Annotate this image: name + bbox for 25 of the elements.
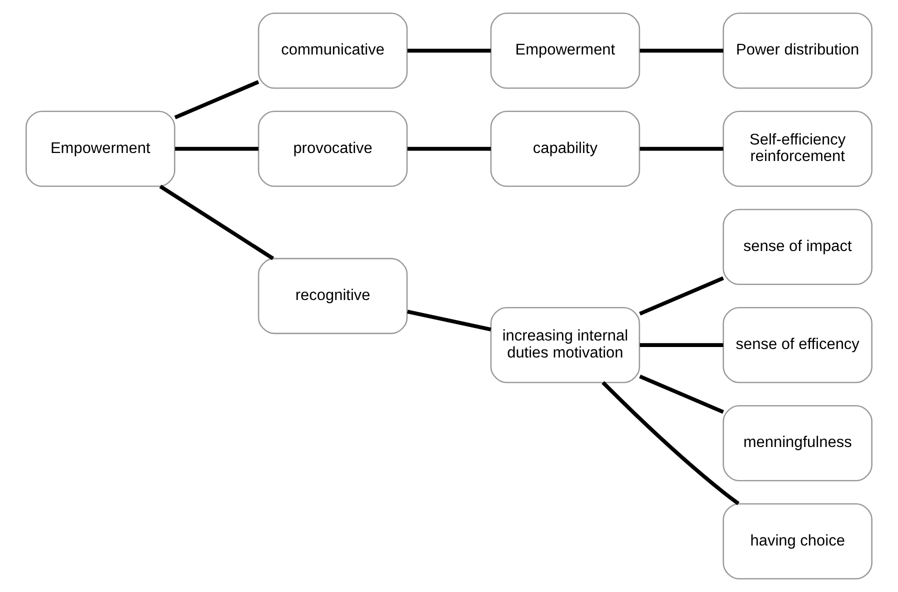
- node-box: sense of impact: [722, 208, 872, 286]
- connector: [174, 80, 260, 120]
- connector: [640, 48, 724, 53]
- node-box: Power distribution: [722, 12, 872, 89]
- node-box: sense of efficency: [722, 306, 872, 384]
- node-box: provocative: [258, 110, 408, 187]
- node-box: having choice: [722, 503, 872, 580]
- node-box: capability: [490, 110, 640, 187]
- node-box: recognitive: [258, 258, 408, 334]
- connector: [407, 310, 492, 332]
- connector: [407, 146, 491, 151]
- node-box: communicative: [258, 12, 408, 89]
- node-box: Empowerment: [490, 12, 640, 89]
- connector: [602, 381, 740, 506]
- connector: [159, 184, 274, 260]
- connector: [640, 343, 724, 347]
- node-box: Empowerment: [26, 110, 176, 187]
- connector: [407, 48, 491, 53]
- connector: [639, 276, 724, 316]
- connector: [175, 146, 258, 151]
- node-box: increasing internal duties motivation: [490, 306, 640, 384]
- connector: [639, 374, 724, 414]
- node-box: menningfulness: [722, 405, 872, 482]
- connector: [640, 146, 724, 151]
- node-box: Self-efficiency reinforcement: [722, 110, 872, 187]
